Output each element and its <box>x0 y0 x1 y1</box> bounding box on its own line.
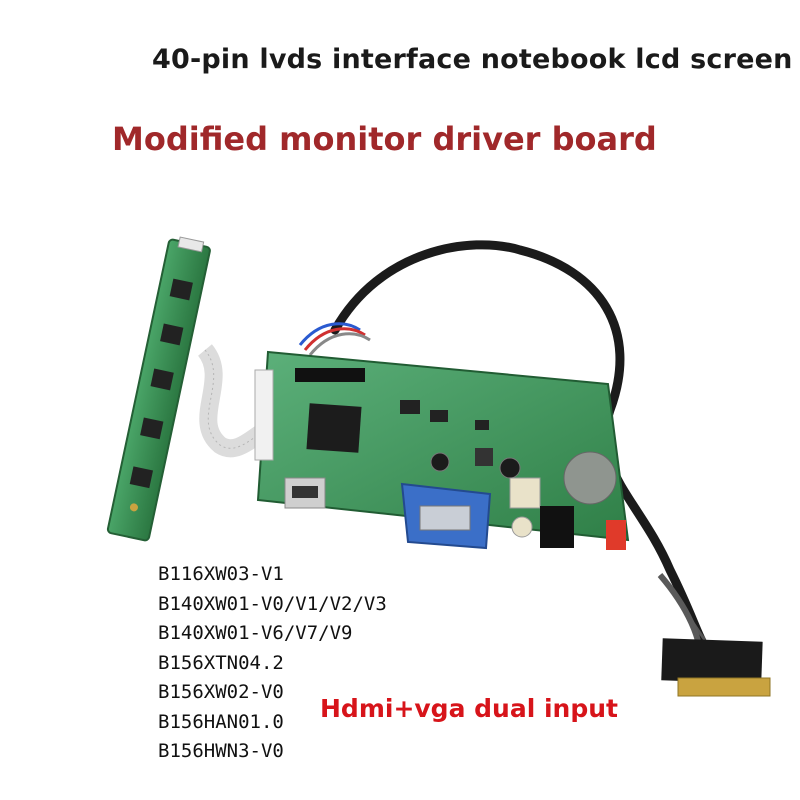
model-item: B116XW03-V1 <box>158 563 284 585</box>
headline: 40-pin lvds interface notebook lcd scree… <box>152 44 793 75</box>
model-item: B156HAN01.0 <box>158 710 284 733</box>
lvds-connector <box>657 573 771 697</box>
driver-board <box>254 350 630 550</box>
model-item: B140XW01-V0/V1/V2/V3 <box>158 592 387 615</box>
model-item: B140XW01-V6/V7/V9 <box>158 622 353 644</box>
input-badge: Hdmi+vga dual input <box>320 694 618 723</box>
model-item: B156XW02-V0 <box>158 681 284 703</box>
model-item: B156HWN3-V0 <box>158 740 284 762</box>
subheadline: Modified monitor driver board <box>112 120 657 158</box>
compatible-models-list: B116XW03-V1 B140XW01-V0/V1/V2/V3 B140XW0… <box>158 560 387 767</box>
keypad-board <box>106 236 211 542</box>
model-item: B156XTN04.2 <box>158 651 284 674</box>
ribbon-cable <box>197 344 271 458</box>
